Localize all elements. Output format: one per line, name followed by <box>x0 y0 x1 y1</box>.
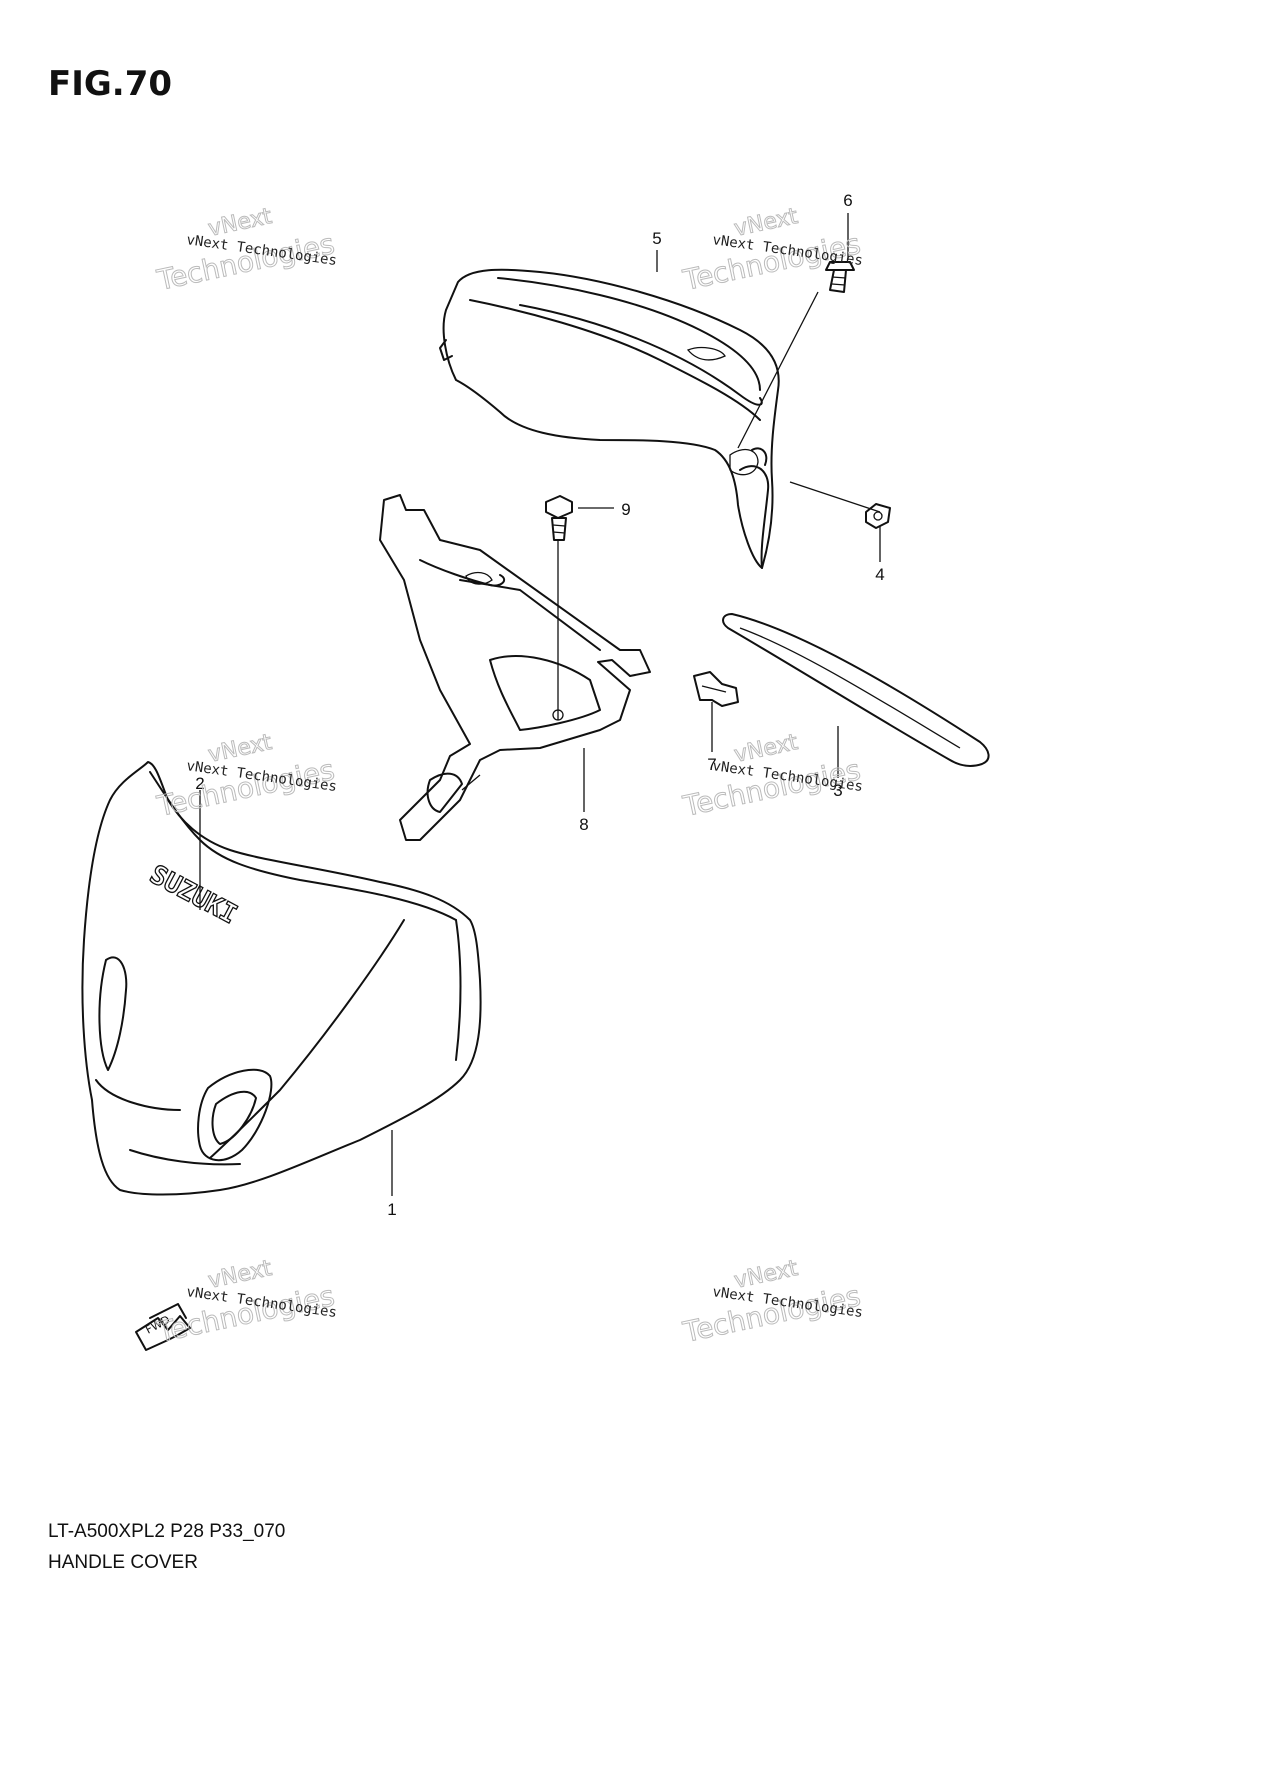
part-8-bracket <box>379 494 651 841</box>
watermark-bottom-left: Technologies vNext vNext Technologies <box>153 1255 338 1349</box>
watermark-top-right: Technologies vNext vNext Technologies <box>679 203 864 297</box>
watermark-mid-left: Technologies vNext vNext Technologies <box>153 729 338 823</box>
watermark-top-left: Technologies vNext vNext Technologies <box>153 203 338 297</box>
part-1-front-cover: SUZUKI <box>81 761 482 1196</box>
part-7-clip <box>693 671 739 707</box>
leader-lines <box>199 213 881 1196</box>
callout-2: 2 <box>195 774 204 793</box>
figure-title: FIG.70 <box>48 64 173 104</box>
assembly-name-caption: HANDLE COVER <box>48 1552 198 1573</box>
watermark-mid-right: Technologies vNext vNext Technologies <box>679 729 864 823</box>
watermark-bottom-right: Technologies vNext vNext Technologies <box>679 1255 864 1349</box>
callout-6: 6 <box>843 191 852 210</box>
part-5-upper-cover <box>439 268 780 569</box>
callout-1: 1 <box>387 1200 396 1219</box>
callout-4: 4 <box>875 565 884 584</box>
part-9-bolt <box>545 495 573 541</box>
callout-8: 8 <box>579 815 588 834</box>
part-6-screw <box>825 261 855 293</box>
part-3-trim <box>722 613 990 768</box>
suzuki-logo-text: SUZUKI <box>145 860 242 931</box>
callout-9: 9 <box>621 500 630 519</box>
model-code-caption: LT-A500XPL2 P28 P33_070 <box>48 1521 286 1542</box>
callout-3: 3 <box>833 781 842 800</box>
callout-labels: 1 2 3 4 5 6 7 8 9 <box>195 191 884 1219</box>
part-4-clip-nut <box>865 503 891 529</box>
callout-7: 7 <box>707 755 716 774</box>
callout-5: 5 <box>652 229 661 248</box>
